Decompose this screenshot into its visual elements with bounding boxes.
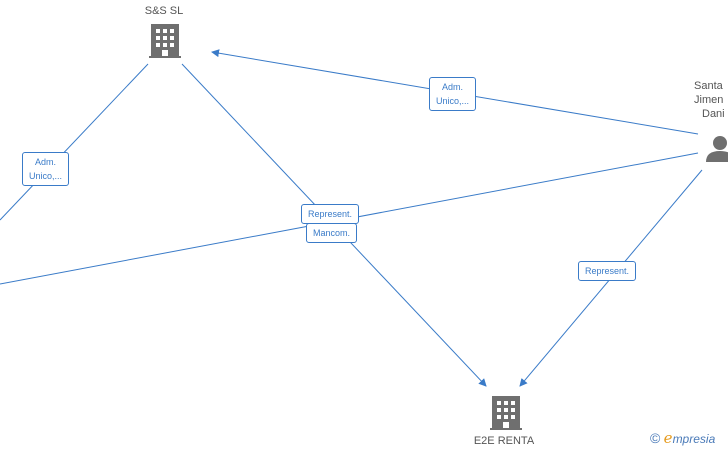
edge-label-line-1: Adm. [35, 157, 57, 167]
edge-label-line-1: Adm. [442, 82, 464, 92]
edge-label-center-represent[interactable]: Represent. [301, 204, 360, 224]
building-icon [149, 24, 181, 58]
node-label-person-line-2: Jimen [694, 94, 724, 106]
edge-label-person-to-e2e[interactable]: Represent. [578, 261, 637, 281]
empresia-watermark: © empresia [650, 429, 715, 447]
edge-label-line-2: Unico,... [29, 171, 63, 181]
edge-left-to-ss [0, 63, 149, 221]
node-label-person-line-3: Dani [702, 108, 725, 120]
brand-name: mpresia [672, 432, 716, 446]
node-label-e2e-renta: E2E RENTA [473, 435, 535, 447]
person-icon [706, 136, 728, 162]
edge-label-person-to-ss[interactable]: Adm. Unico,... [429, 77, 477, 111]
building-icon [490, 396, 522, 430]
node-label-person: Santa Jimen Dani [694, 79, 725, 121]
node-label-ss-sl: S&S SL [144, 5, 184, 17]
edge-label-left-to-ss[interactable]: Adm. Unico,... [22, 152, 70, 186]
edge-label-center-mancom[interactable]: Mancom. [306, 223, 358, 243]
node-label-person-line-1: Santa [694, 80, 723, 92]
edge-label-line-2: Unico,... [436, 96, 470, 106]
brand-initial: e [663, 429, 673, 447]
copyright-symbol: © [650, 430, 661, 446]
